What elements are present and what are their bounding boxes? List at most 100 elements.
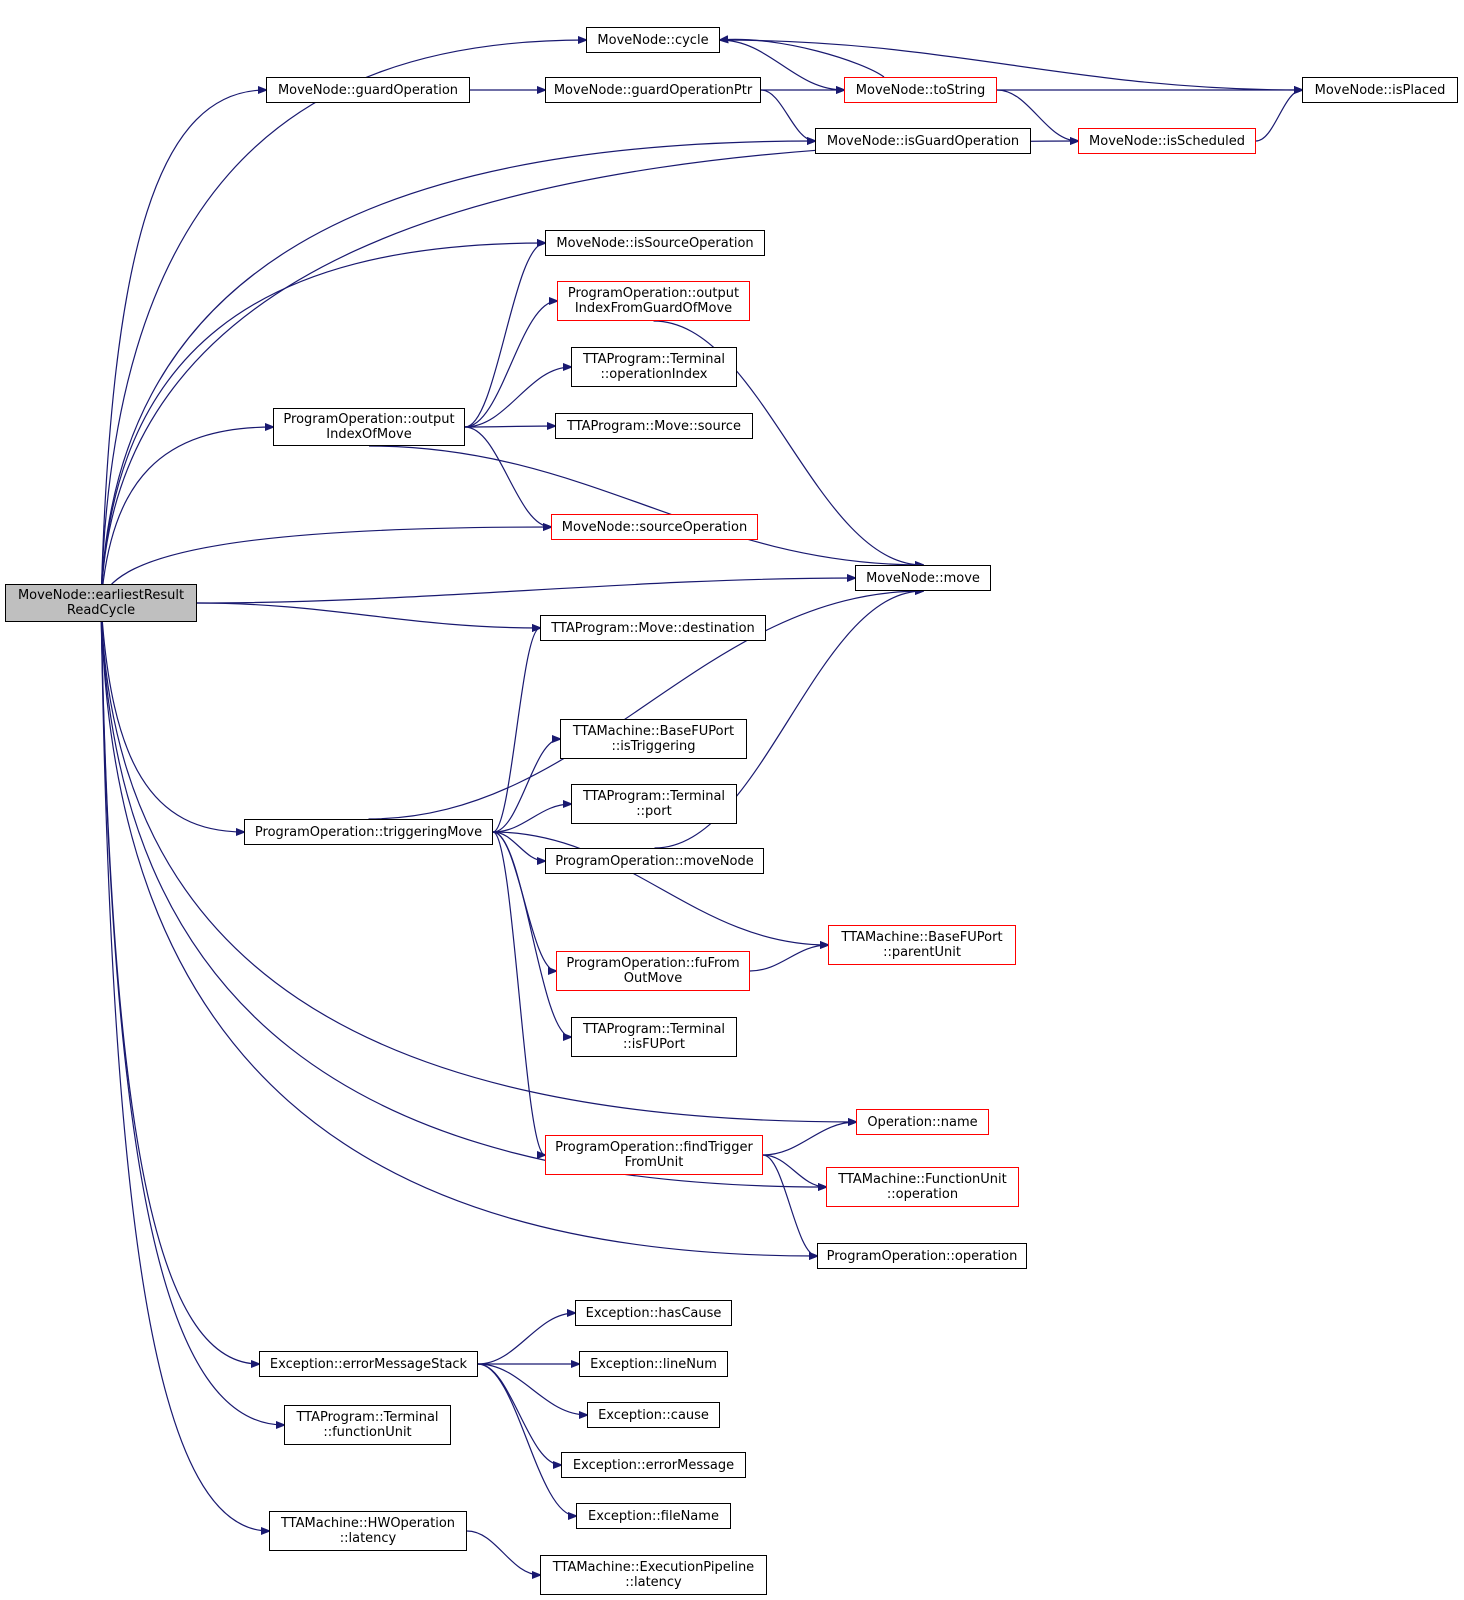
node-label-line: TTAMachine::FunctionUnit	[838, 1172, 1007, 1187]
node-fu-operation[interactable]: TTAMachine::FunctionUnit::operation	[826, 1167, 1019, 1207]
edge-triggeringMove-to-move	[368, 591, 924, 820]
edge-triggeringMove-to-findTrigger	[492, 831, 545, 1155]
node-po-operation[interactable]: ProgramOperation::operation	[817, 1243, 1027, 1269]
node-move-destination[interactable]: TTAProgram::Move::destination	[540, 615, 766, 641]
node-is-triggering[interactable]: TTAMachine::BaseFUPort::isTriggering	[560, 719, 747, 759]
node-terminal-operation-index[interactable]: TTAProgram::Terminal::operationIndex	[571, 347, 737, 387]
node-terminal-port[interactable]: TTAProgram::Terminal::port	[571, 784, 737, 824]
edge-guardOperationPtr-to-isGuardOperation	[760, 89, 815, 141]
node-label-line: MoveNode::sourceOperation	[561, 519, 748, 535]
edge-root-to-hwLatency	[100, 602, 269, 1531]
edge-cycle-to-toString	[719, 39, 844, 90]
node-guard-operation-ptr[interactable]: MoveNode::guardOperationPtr	[545, 77, 761, 103]
node-label-line: TTAMachine::ExecutionPipeline	[552, 1560, 755, 1575]
node-has-cause[interactable]: Exception::hasCause	[575, 1300, 732, 1326]
node-label-line: ProgramOperation::moveNode	[555, 853, 754, 869]
node-is-source-operation[interactable]: MoveNode::isSourceOperation	[545, 230, 765, 256]
edge-fuFromOutMove-to-parentUnit	[749, 945, 828, 972]
node-move-node[interactable]: ProgramOperation::moveNode	[545, 848, 764, 874]
node-cycle[interactable]: MoveNode::cycle	[586, 27, 720, 53]
node-label-line: MoveNode::isScheduled	[1089, 133, 1245, 149]
edge-cycle-to-isPlaced	[719, 39, 1302, 90]
edge-root-to-sourceOperation	[100, 527, 551, 604]
node-is-f-u-port[interactable]: TTAProgram::Terminal::isFUPort	[571, 1017, 737, 1057]
edge-layer	[100, 39, 1302, 1575]
node-label-line: Operation::name	[867, 1114, 978, 1130]
node-label-line: ::isFUPort	[623, 1037, 685, 1052]
node-label-line: MoveNode::isSourceOperation	[556, 235, 754, 251]
node-label-line: Exception::hasCause	[585, 1305, 722, 1321]
node-label-line: TTAMachine::HWOperation	[280, 1516, 456, 1531]
edge-findTrigger-to-operationName	[762, 1122, 856, 1156]
node-is-scheduled[interactable]: MoveNode::isScheduled	[1078, 128, 1256, 154]
node-guard-operation[interactable]: MoveNode::guardOperation	[266, 77, 470, 103]
node-label-line: TTAMachine::BaseFUPort	[572, 724, 735, 739]
node-label-line: TTAProgram::Terminal	[582, 1022, 726, 1037]
node-operation-name[interactable]: Operation::name	[856, 1109, 989, 1135]
node-label-line: TTAProgram::Terminal	[582, 789, 726, 804]
edge-toString-to-cycle	[720, 39, 885, 78]
edge-root-to-guardOperation	[100, 90, 266, 604]
edge-triggeringMove-to-parentUnit	[492, 831, 828, 945]
node-is-placed[interactable]: MoveNode::isPlaced	[1302, 77, 1458, 103]
node-error-message[interactable]: Exception::errorMessage	[561, 1452, 746, 1478]
node-label-line: MoveNode::cycle	[597, 32, 709, 48]
node-cause[interactable]: Exception::cause	[587, 1402, 720, 1428]
edge-root-to-fuOperation	[100, 602, 826, 1187]
edge-errorMessageStack-to-fileName	[477, 1363, 576, 1516]
node-label-line: TTAProgram::Terminal	[582, 352, 726, 367]
edge-findTrigger-to-poOperation	[762, 1154, 817, 1256]
node-parent-unit[interactable]: TTAMachine::BaseFUPort::parentUnit	[828, 925, 1016, 965]
edge-triggeringMove-to-isTriggering	[492, 739, 560, 833]
node-label-line: TTAProgram::Move::destination	[551, 620, 755, 636]
edge-outputIndexOfMove-to-moveSource	[464, 426, 555, 427]
node-line-num[interactable]: Exception::lineNum	[579, 1351, 728, 1377]
node-label-line: ::latency	[339, 1531, 397, 1546]
node-label-line: MoveNode::guardOperation	[277, 82, 459, 98]
node-triggering-move[interactable]: ProgramOperation::triggeringMove	[244, 819, 493, 845]
node-source-operation[interactable]: MoveNode::sourceOperation	[551, 514, 758, 540]
node-pipeline-latency[interactable]: TTAMachine::ExecutionPipeline::latency	[540, 1555, 767, 1595]
node-label-line: ProgramOperation::findTrigger	[555, 1140, 753, 1155]
edge-findTrigger-to-fuOperation	[762, 1154, 826, 1187]
node-to-string[interactable]: MoveNode::toString	[844, 77, 997, 103]
node-label-line: ProgramOperation::operation	[826, 1248, 1018, 1264]
edge-root-to-cycle	[100, 40, 586, 604]
node-is-guard-operation[interactable]: MoveNode::isGuardOperation	[815, 128, 1031, 154]
node-move[interactable]: MoveNode::move	[855, 565, 991, 591]
edge-root-to-moveDestination	[196, 602, 540, 628]
edge-outputIndexOfMove-to-move	[368, 445, 923, 565]
node-label-line: ::port	[636, 804, 672, 819]
edge-outputIndexOfMove-to-terminalOperationIndex	[464, 367, 571, 428]
edge-errorMessageStack-to-cause	[477, 1363, 587, 1415]
edge-outputIndexOfMove-to-isSourceOperation	[464, 243, 545, 428]
edge-root-to-triggeringMove	[100, 602, 244, 832]
node-label-line: ProgramOperation::fuFrom	[566, 956, 740, 971]
node-label-line: MoveNode::isGuardOperation	[826, 133, 1020, 149]
node-function-unit[interactable]: TTAProgram::Terminal::functionUnit	[284, 1405, 451, 1445]
edge-triggeringMove-to-moveNode	[492, 831, 545, 861]
edge-outputIndexOfMove-to-sourceOperation	[464, 426, 551, 527]
node-label-line: MoveNode::toString	[855, 82, 986, 98]
node-label-line: ProgramOperation::output	[567, 286, 740, 301]
node-label-line: Exception::fileName	[588, 1508, 719, 1524]
node-label-line: MoveNode::move	[866, 570, 980, 586]
node-label-line: ProgramOperation::triggeringMove	[254, 824, 483, 840]
node-label-line: ::operation	[886, 1187, 959, 1202]
edge-root-to-functionUnit	[100, 602, 284, 1425]
edge-root-to-isGuardOperation	[100, 141, 815, 604]
node-error-message-stack[interactable]: Exception::errorMessageStack	[259, 1351, 478, 1377]
node-file-name[interactable]: Exception::fileName	[576, 1503, 731, 1529]
node-hw-latency[interactable]: TTAMachine::HWOperation::latency	[269, 1511, 467, 1551]
edge-root-to-operationName	[100, 602, 856, 1122]
node-label-line: TTAProgram::Move::source	[567, 418, 741, 434]
node-move-source[interactable]: TTAProgram::Move::source	[555, 413, 753, 439]
edge-toString-to-isScheduled	[996, 89, 1078, 141]
node-label-line: Exception::errorMessageStack	[269, 1356, 468, 1372]
edge-triggeringMove-to-isFUPort	[492, 831, 571, 1037]
